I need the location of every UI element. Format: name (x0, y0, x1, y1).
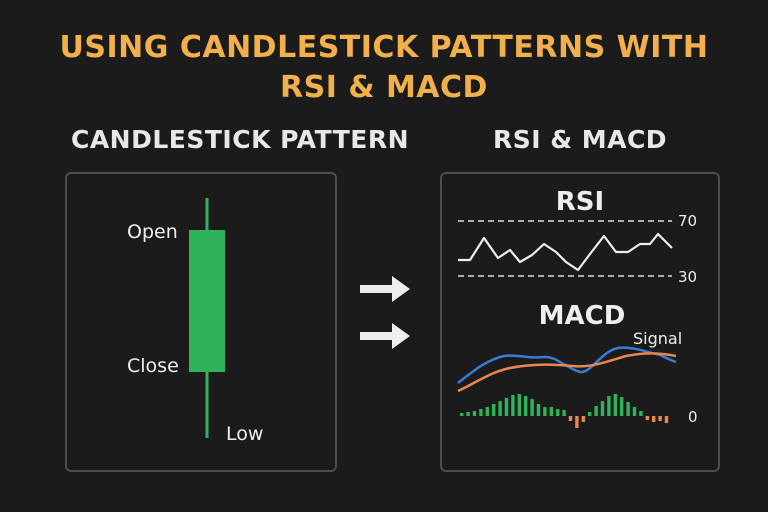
macd-heading: MACD (539, 301, 626, 331)
histogram-bar (498, 401, 502, 416)
histogram-bar (562, 410, 566, 416)
page-title-line-2: RSI & MACD (280, 70, 488, 105)
close-label: Close (127, 355, 179, 377)
histogram-bar (460, 413, 464, 416)
histogram-bar (568, 416, 573, 421)
macd-histogram (460, 394, 669, 428)
histogram-bar (485, 407, 489, 416)
signal-line (457, 352, 677, 393)
histogram-bar (620, 397, 624, 416)
candle-body (189, 230, 225, 372)
signal-label: Signal (633, 329, 682, 348)
histogram-bar (581, 416, 585, 422)
histogram-bar (556, 409, 560, 416)
rsi-lower-level: 30 (678, 268, 697, 286)
low-label: Low (226, 423, 263, 445)
rsi-line (458, 232, 673, 272)
histogram-bar (543, 407, 547, 416)
histogram-bar (607, 396, 611, 416)
histogram-bar (588, 412, 592, 416)
arrow-right-icon (360, 276, 410, 302)
page-title-line-1: USING CANDLESTICK PATTERNS WITH (59, 30, 709, 65)
histogram-bar (664, 416, 669, 423)
histogram-bar (645, 416, 649, 420)
arrow-right-icon (360, 323, 410, 349)
rsi-heading: RSI (556, 187, 604, 217)
histogram-bar (472, 411, 477, 416)
histogram-bar (575, 416, 579, 428)
histogram-bar (536, 404, 541, 416)
rsi-upper-level: 70 (678, 212, 697, 230)
histogram-bar (600, 401, 605, 416)
histogram-bar (594, 406, 598, 416)
histogram-bar (517, 394, 521, 416)
histogram-bar (652, 416, 656, 422)
histogram-bar (530, 399, 534, 416)
histogram-bar (613, 394, 617, 416)
histogram-bar (626, 402, 630, 416)
histogram-bar (492, 404, 496, 416)
histogram-bar (658, 416, 662, 421)
histogram-bar (511, 395, 515, 416)
histogram-bar (524, 396, 528, 416)
macd-zero-label: 0 (688, 408, 698, 426)
histogram-bar (504, 398, 509, 416)
histogram-bar (479, 409, 483, 416)
indicators-panel (440, 172, 720, 472)
histogram-bar (549, 407, 553, 416)
indicators-heading: RSI & MACD (492, 125, 668, 154)
histogram-bar (639, 411, 643, 416)
histogram-bar (632, 407, 637, 416)
candlestick-heading: CANDLESTICK PATTERN (70, 125, 410, 154)
histogram-bar (466, 412, 470, 416)
candlestick (189, 198, 225, 438)
open-label: Open (127, 221, 178, 243)
